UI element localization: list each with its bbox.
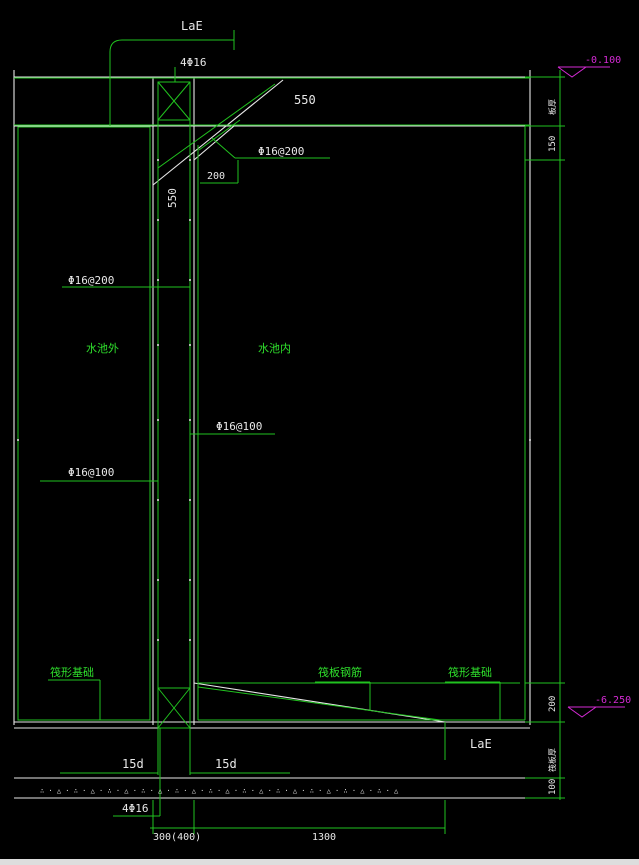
dim-raft-thickness-label: 筏板厚 [547,748,557,772]
haunch-base-label: 200 [207,171,225,182]
inner-vertical-bar-label: Φ16@100 [216,420,262,433]
elevation-top-label: -0.100 [585,55,621,66]
rebar-lines [14,30,565,834]
raft-foundation-left-label: 筏形基础 [50,665,94,679]
elevation-bottom-label: -6.250 [595,695,631,706]
dim-blinding-100-label: 100 [548,779,558,795]
structure-lines [13,70,531,799]
raft-foundation-right-label: 筏形基础 [448,665,492,679]
anchor-left-label: 15d [122,757,144,771]
horizontal-scrollbar[interactable] [0,859,639,865]
anchor-right-label: 15d [215,757,237,771]
rebar-dots [17,159,531,641]
dim-raft-200-label: 200 [548,696,558,712]
lae-top-label: LaE [181,19,203,33]
haunch-bar-label: Φ16@200 [258,145,304,158]
raft-rebar-label: 筏板钢筋 [318,665,362,679]
lae-bottom-label: LaE [470,737,492,751]
svg-text:∴ · △ · ∴ · △ · ∴ · △ · ∴ · △: ∴ · △ · ∴ · △ · ∴ · △ · ∴ · △ · ∴ · △ · … [40,787,399,795]
outer-distribution-bar-label: Φ16@200 [68,274,114,287]
dim-top-slab-label: 板厚 [547,99,557,115]
wall-thickness-label: 300(400) [153,832,201,843]
dim-beam-150-label: 150 [548,136,558,152]
bottom-bars-label: 4Φ16 [122,802,149,815]
top-bars-label: 4Φ16 [180,56,207,69]
blinding-texture: ∴ · △ · ∴ · △ · ∴ · △ · ∴ · △ · ∴ · △ · … [40,787,399,795]
haunch-length-label: 550 [294,93,316,107]
elevation-markers [557,66,625,718]
haunch-width-label: 1300 [312,832,336,843]
haunch-length-vertical-label: 550 [166,188,179,208]
annotations: LaE 4Φ16 550 550 Φ16@200 200 Φ16@200 水池外… [50,19,631,843]
outer-vertical-bar-label: Φ16@100 [68,466,114,479]
inside-pool-label: 水池内 [258,341,291,355]
outside-pool-label: 水池外 [86,342,119,355]
